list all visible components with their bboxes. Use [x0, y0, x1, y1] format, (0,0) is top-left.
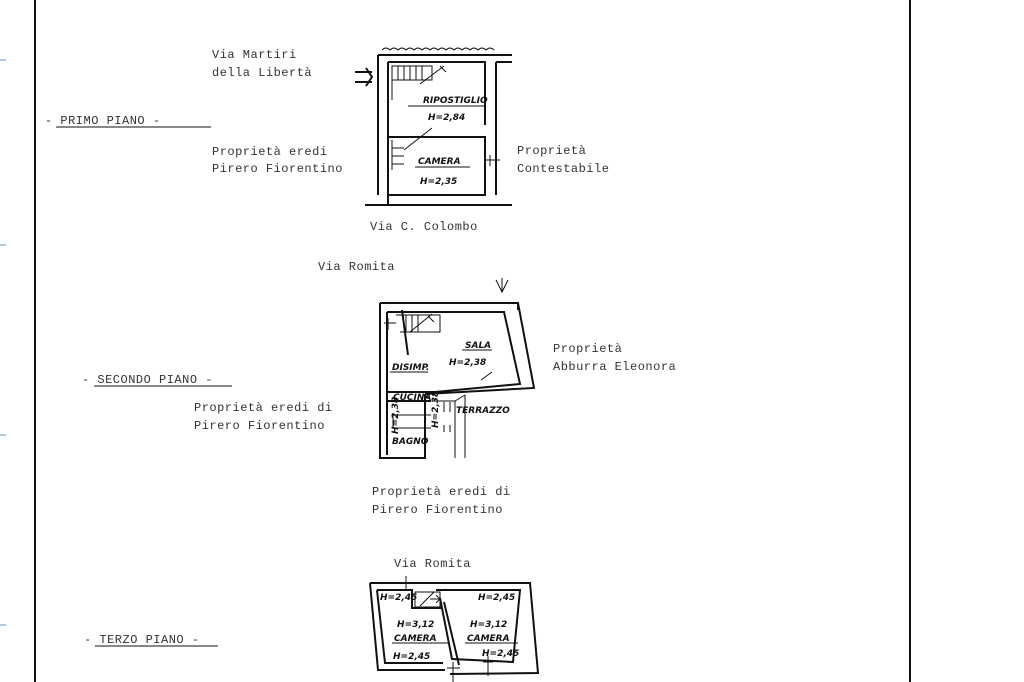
- street-label: Via C. Colombo: [370, 220, 478, 234]
- owner-label: Pirero Fiorentino: [194, 419, 325, 433]
- street-label: della Libertà: [212, 66, 312, 80]
- secondo-piano: - SECONDO PIANO - Via Romita Proprietà e…: [82, 260, 676, 517]
- owner-label: Proprietà eredi di: [194, 401, 333, 415]
- room-name: SALA: [465, 341, 491, 351]
- room-height: H=3,12: [470, 620, 507, 630]
- room-height: H=2,45: [482, 649, 519, 659]
- margin-ticks: [0, 59, 6, 626]
- street-label: Via Romita: [394, 557, 471, 571]
- staircase-icon: [414, 591, 442, 608]
- owner-label: Contestabile: [517, 162, 609, 176]
- owner-label: Proprietà eredi: [212, 145, 328, 159]
- street-label: Via Romita: [318, 260, 395, 274]
- room-height: H=2,38: [449, 358, 486, 368]
- room-height: H=2,38: [431, 391, 441, 428]
- owner-label: Pirero Fiorentino: [372, 503, 503, 517]
- floor-title-primo: - PRIMO PIANO -: [45, 114, 161, 128]
- owner-label: Proprietà: [553, 342, 622, 356]
- floor-title-terzo: - TERZO PIANO -: [84, 633, 200, 647]
- room-name: RIPOSTIGLIO: [423, 96, 488, 106]
- room-height: H=2,38: [391, 397, 401, 434]
- entrance-arrow-icon: [495, 278, 509, 294]
- room-name: CAMERA: [418, 157, 461, 167]
- staircase-icon: [391, 65, 447, 170]
- room-height: H=2,45: [380, 593, 417, 603]
- room-name: BAGNO: [392, 437, 429, 447]
- room-height: H=2,35: [420, 177, 457, 187]
- terzo-piano: - TERZO PIANO - Via Romita H=2,45 H=3,12…: [84, 557, 540, 682]
- owner-label: Proprietà eredi di: [372, 485, 511, 499]
- street-label: Via Martiri: [212, 48, 297, 62]
- owner-label: Abburra Eleonora: [553, 360, 676, 374]
- room-height: H=2,45: [478, 593, 515, 603]
- room-name: CAMERA: [394, 634, 437, 644]
- owner-label: Proprietà: [517, 144, 586, 158]
- owner-label: Pirero Fiorentino: [212, 162, 343, 176]
- room-height: H=2,84: [428, 113, 465, 123]
- room-name: CAMERA: [467, 634, 510, 644]
- room-name: DISIMP.: [392, 363, 429, 373]
- floor-title-secondo: - SECONDO PIANO -: [82, 373, 213, 387]
- primo-piano: - PRIMO PIANO - Via Martiri della Libert…: [45, 47, 609, 234]
- room-name: TERRAZZO: [456, 406, 510, 416]
- room-name: CUCINA: [393, 393, 431, 403]
- room-height: H=2,45: [393, 652, 430, 662]
- staircase-icon: [396, 313, 441, 333]
- room-height: H=3,12: [397, 620, 434, 630]
- entrance-arrow-icon: [355, 67, 374, 87]
